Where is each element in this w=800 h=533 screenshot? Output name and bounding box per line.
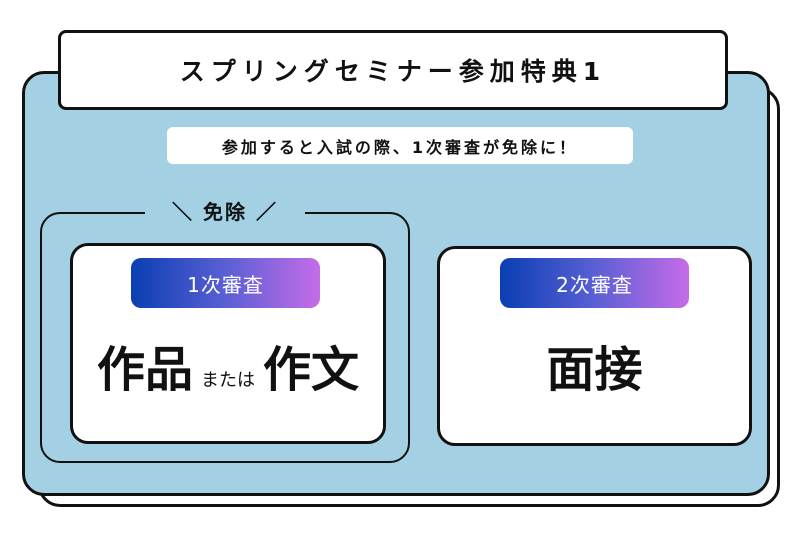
title-banner: スプリングセミナー参加特典1 <box>58 30 728 110</box>
option-essay-text: 作文 <box>263 342 360 398</box>
stage-2-content: 面接 <box>437 330 752 410</box>
or-connector-text: または <box>201 370 255 391</box>
page-title: スプリングセミナー参加特典1 <box>179 57 607 86</box>
interview-text: 面接 <box>546 342 643 398</box>
stage-1-badge: 1次審査 <box>131 258 320 308</box>
stage-2-badge: 2次審査 <box>500 258 689 308</box>
option-work-text: 作品 <box>96 342 193 398</box>
stage-1-content: 作品 または 作文 <box>70 330 386 410</box>
subtitle-banner: 参加すると入試の際、1次審査が免除に！ <box>167 127 633 164</box>
subtitle-text: 参加すると入試の際、1次審査が免除に！ <box>221 137 579 157</box>
exempt-label: ＼ 免除 ／ <box>145 195 305 225</box>
